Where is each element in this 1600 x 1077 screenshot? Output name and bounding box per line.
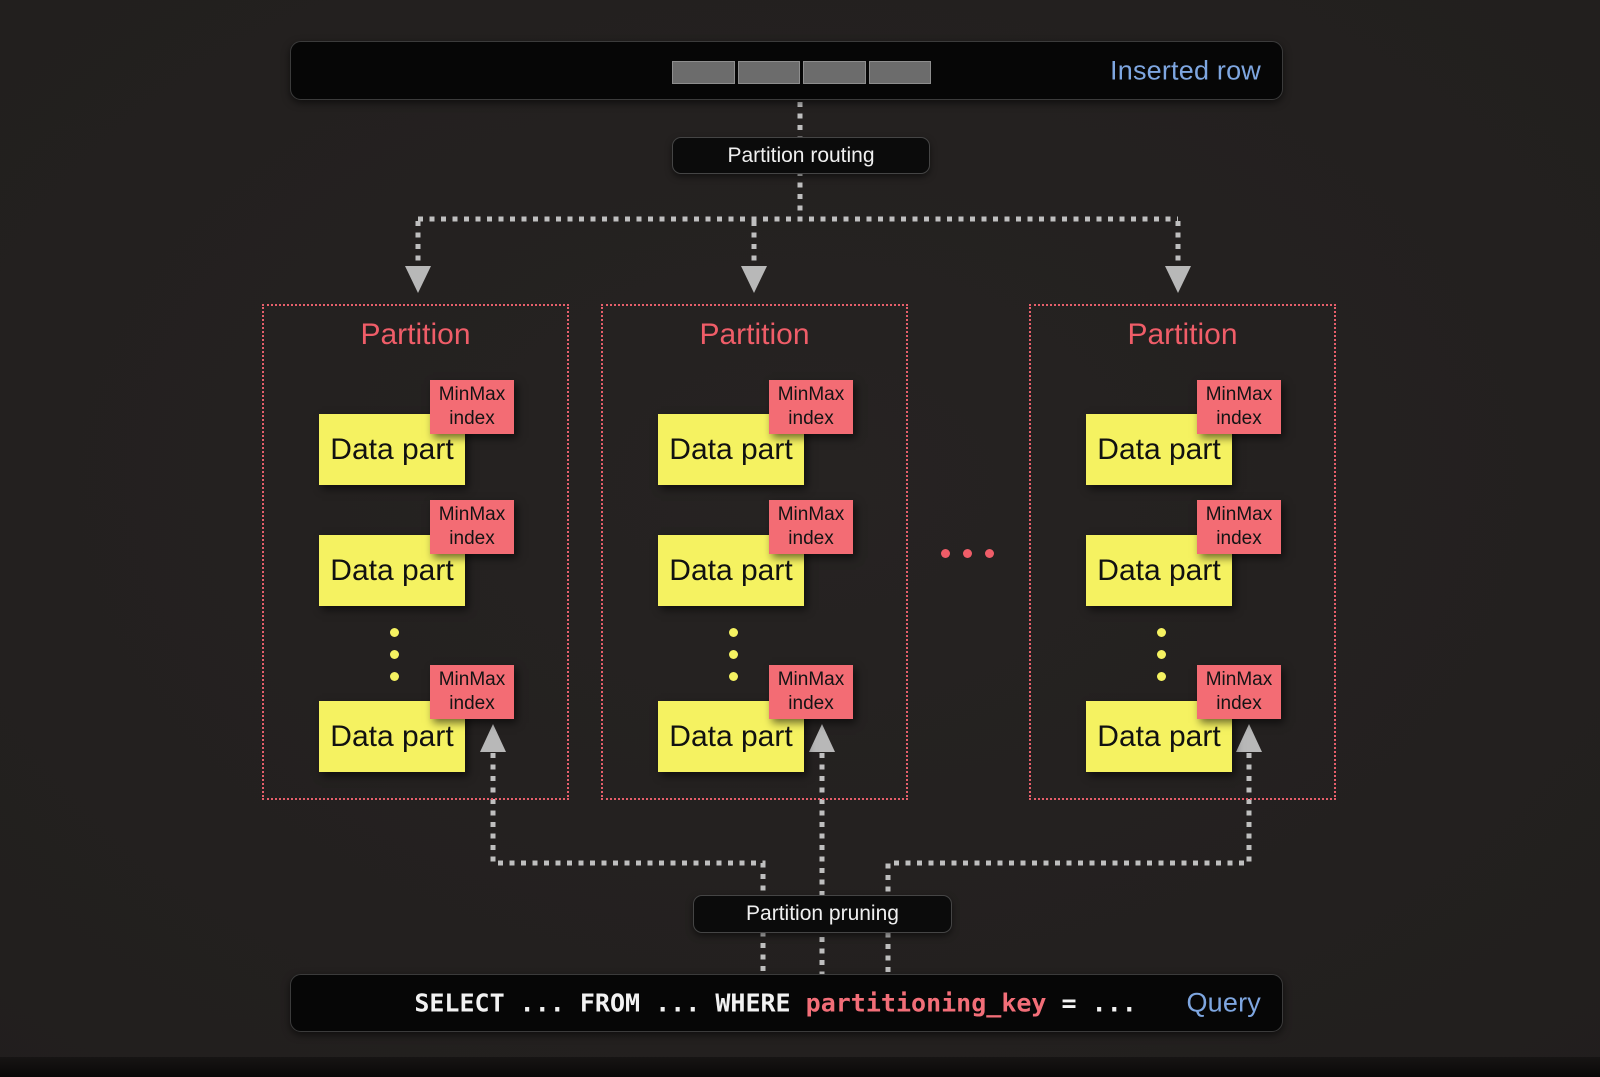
query-bar: SELECT ... FROM ... WHERE partitioning_k… [290,974,1283,1032]
arrowhead-down-p3 [1165,266,1191,293]
minmax-index-tag: MinMax index [769,665,853,719]
ellipsis-dot [1157,672,1166,681]
more-parts-ellipsis [1157,628,1166,681]
minmax-index-tag: MinMax index [769,500,853,554]
partition-title: Partition [1127,318,1238,351]
ellipsis-dot [985,549,994,558]
row-segment [672,61,735,84]
arrowhead-up-p1 [480,724,506,752]
partition-title: Partition [699,318,810,351]
bottom-edge-strip [0,1057,1600,1077]
partition-pruning-label: Partition pruning [693,895,952,933]
arrowhead-down-p2 [741,266,767,293]
sql-after: = ... [1046,988,1137,1018]
minmax-index-tag: MinMax index [1197,500,1281,554]
more-parts-ellipsis [390,628,399,681]
minmax-index-tag: MinMax index [769,380,853,434]
arrowhead-up-p2 [809,724,835,752]
inserted-row-bar: Inserted row [290,41,1283,100]
arrowhead-down-p1 [405,266,431,293]
ellipsis-dot [941,549,950,558]
partition-box-3: Partition MinMax index Data part MinMax … [1029,304,1336,800]
query-label: Query [1186,987,1261,1018]
minmax-index-tag: MinMax index [430,665,514,719]
more-parts-ellipsis [729,628,738,681]
row-segment [803,61,866,84]
prune-line-p1 [490,753,766,975]
ellipsis-dot [390,672,399,681]
inserted-row-label: Inserted row [1110,55,1261,85]
minmax-index-tag: MinMax index [1197,380,1281,434]
minmax-index-tag: MinMax index [430,500,514,554]
ellipsis-dot [729,628,738,637]
prune-line-p3 [885,753,1252,975]
inserted-row-segments [672,61,931,84]
more-partitions-ellipsis [941,549,994,558]
data-part-box: Data part [658,535,804,606]
partition-pruning-text: Partition pruning [746,902,899,925]
ellipsis-dot [963,549,972,558]
partition-box-1: Partition MinMax index Data part MinMax … [262,304,569,800]
ellipsis-dot [1157,628,1166,637]
arrowhead-up-p3 [1236,724,1262,752]
row-segment [737,61,800,84]
ellipsis-dot [390,650,399,659]
ellipsis-dot [1157,650,1166,659]
partition-routing-label: Partition routing [672,137,930,174]
ellipsis-dot [729,650,738,659]
partition-box-2: Partition MinMax index Data part MinMax … [601,304,908,800]
ellipsis-dot [390,628,399,637]
sql-before: SELECT ... FROM ... WHERE [414,988,806,1018]
sql-query-text: SELECT ... FROM ... WHERE partitioning_k… [324,960,1137,1047]
row-segment [868,61,931,84]
minmax-index-tag: MinMax index [430,380,514,434]
ellipsis-dot [729,672,738,681]
partition-routing-text: Partition routing [727,143,875,167]
partition-title: Partition [360,318,471,351]
sql-partitioning-key: partitioning_key [805,988,1047,1018]
minmax-index-tag: MinMax index [1197,665,1281,719]
